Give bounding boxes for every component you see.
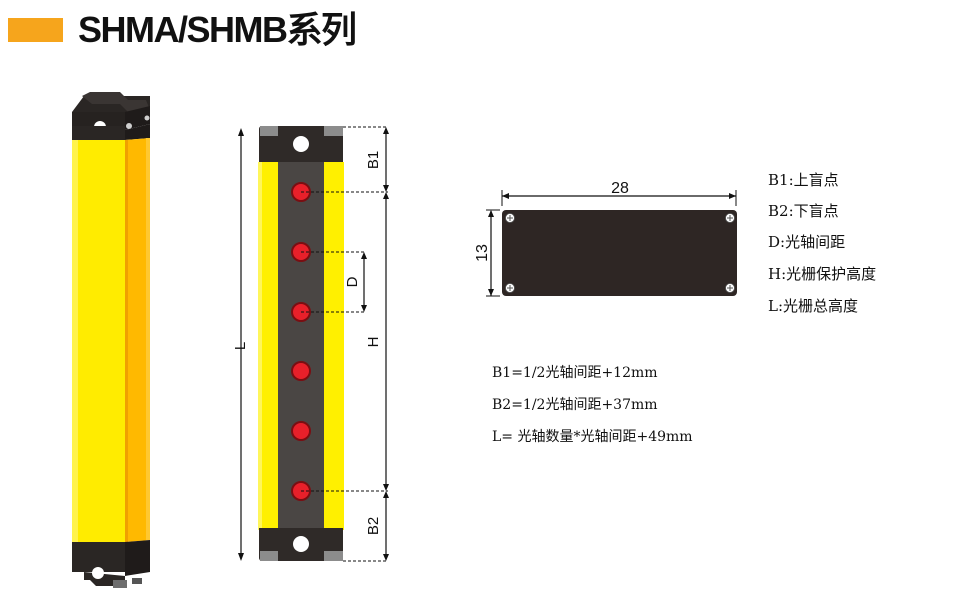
dim-label-L: L: [232, 342, 249, 350]
dim-label-B1: B1: [365, 151, 382, 169]
dim-label-B2: B2: [365, 517, 382, 535]
page-title: SHMA/SHMB系列: [78, 9, 357, 50]
dim-label-D: D: [344, 276, 361, 287]
screw-icons: [505, 213, 735, 293]
screw-icon: [505, 283, 515, 293]
screw-icon: [725, 283, 735, 293]
legend-item-l: L:光栅总高度: [768, 297, 859, 315]
mount-hole-icon: [293, 136, 309, 152]
legend-item-b2: B2:下盲点: [768, 202, 839, 220]
legend-item-h: H:光栅保护高度: [768, 265, 877, 283]
legend-item-d: D:光轴间距: [768, 233, 846, 251]
beam-emitters: [291, 182, 311, 501]
legend-item-b1: B1:上盲点: [768, 171, 839, 189]
beam-emitter-icon: [291, 361, 311, 381]
front-view-schematic: L B1 H D B2: [232, 126, 389, 562]
light-curtain-3d-render: [72, 92, 150, 588]
height-dimension-label: 13: [474, 244, 491, 262]
title-accent-bar: [8, 18, 63, 42]
formula-b1: B1=1/2光轴间距+12mm: [492, 365, 658, 381]
mount-hole-icon: [293, 536, 309, 552]
screw-icon: [725, 213, 735, 223]
formula-l: L= 光轴数量*光轴间距+49mm: [492, 429, 693, 445]
formula-b2: B2=1/2光轴间距+37mm: [492, 397, 658, 413]
beam-emitter-icon: [291, 421, 311, 441]
width-dimension-label: 28: [611, 180, 629, 197]
screw-icon: [505, 213, 515, 223]
dim-label-H: H: [365, 337, 382, 348]
mount-hole-icon: [92, 567, 104, 579]
cross-section-view: 28 13: [474, 180, 737, 297]
